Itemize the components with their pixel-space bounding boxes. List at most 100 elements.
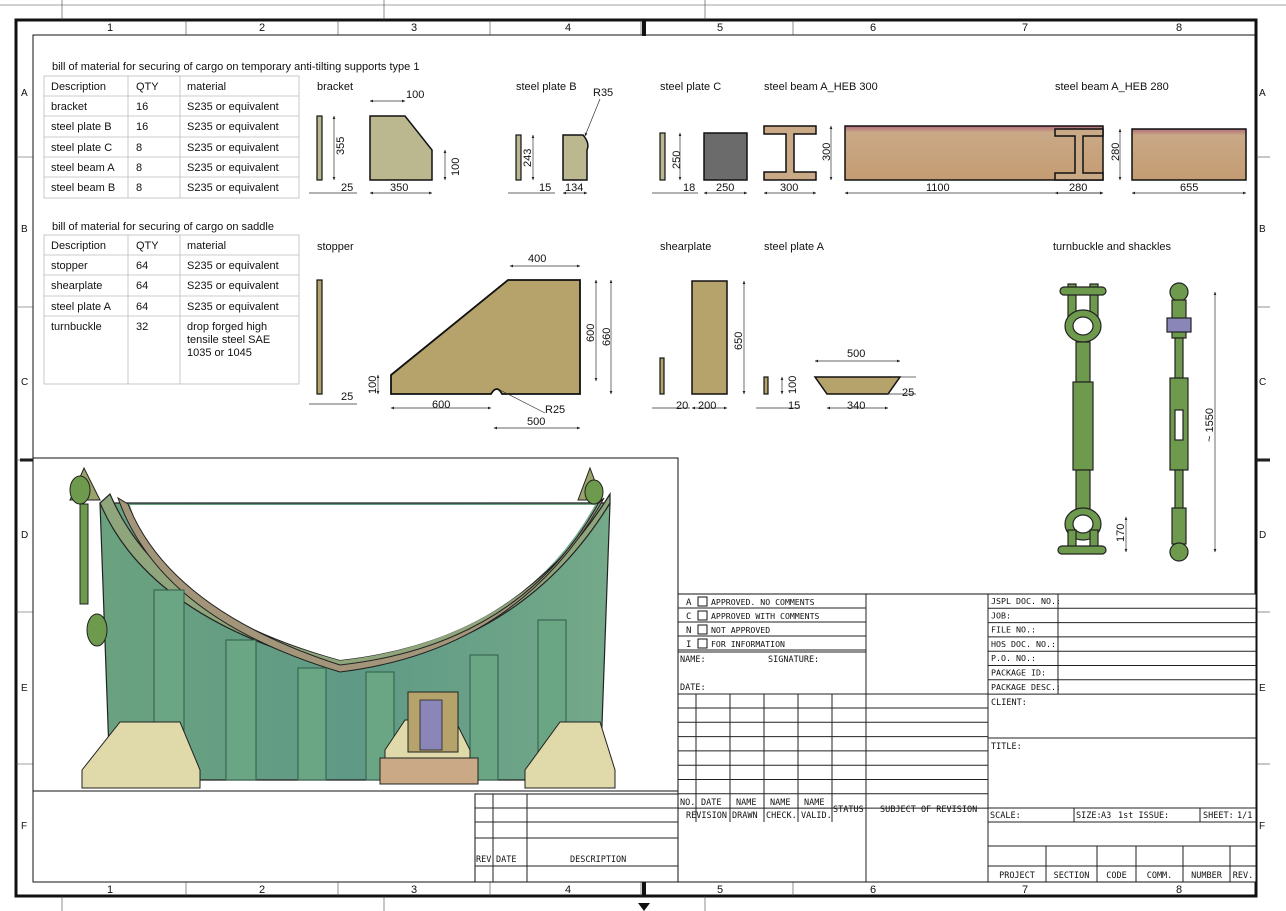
plate-a-label: steel plate A: [764, 241, 825, 253]
svg-text:SIZE:: SIZE:: [1076, 811, 1102, 821]
svg-text:REVISION: REVISION: [686, 811, 727, 821]
part-bracket: bracket 100 355 25 350 100: [309, 81, 462, 195]
bom-cell: S235 or equivalent: [187, 142, 279, 154]
grid-col-label: 8: [1176, 884, 1182, 896]
bom-cell: 8: [136, 182, 142, 194]
bom-cell: 64: [136, 280, 148, 292]
bom-cell: material: [187, 81, 226, 93]
approval-code: I: [686, 640, 691, 650]
bom-cell: S235 or equivalent: [187, 162, 279, 174]
svg-text:SHEET:: SHEET:: [1203, 811, 1234, 821]
svg-text:R25: R25: [545, 404, 565, 416]
bom-cell: S235 or equivalent: [187, 101, 279, 113]
bottom-field-label: REV.: [1233, 871, 1253, 881]
grid-col-label: 4: [565, 884, 571, 896]
svg-text:100: 100: [787, 376, 799, 394]
grid-row-label: C: [21, 377, 28, 388]
svg-text:100: 100: [450, 158, 462, 176]
svg-text:243: 243: [522, 149, 534, 167]
bom2-title: bill of material for securing of cargo o…: [52, 221, 274, 233]
approval-label: APPROVED WITH COMMENTS: [711, 611, 820, 621]
bom-cell: 32: [136, 321, 148, 333]
bom-cell: 8: [136, 162, 142, 174]
svg-text:~ 1550: ~ 1550: [1204, 408, 1216, 442]
bom-cell: steel plate B: [51, 121, 112, 133]
svg-text:25: 25: [902, 387, 914, 399]
bom-cell: S235 or equivalent: [187, 121, 279, 133]
bom-cell: S235 or equivalent: [187, 280, 279, 292]
approval-label: NOT APPROVED: [711, 625, 770, 635]
svg-text:20: 20: [676, 400, 688, 412]
plate-b-label: steel plate B: [516, 81, 577, 93]
doc-info-label: JSPL DOC. NO.:: [991, 596, 1061, 606]
bom-cell: tensile steel SAE: [187, 334, 270, 346]
bottom-field-label: SECTION: [1054, 871, 1090, 881]
svg-text:25: 25: [341, 391, 353, 403]
part-steel-beam-heb300: steel beam A_HEB 300 300 300 1100: [763, 81, 1104, 195]
svg-text:CHECK.: CHECK.: [766, 811, 797, 821]
grid-col-label: 5: [717, 884, 723, 896]
svg-text:355: 355: [335, 137, 347, 155]
grid-row-label: E: [21, 683, 28, 694]
grid-col-label: 3: [411, 22, 417, 34]
svg-text:1st ISSUE:: 1st ISSUE:: [1118, 811, 1169, 821]
approval-checkbox[interactable]: [697, 610, 708, 621]
bottom-field-label: NUMBER: [1191, 871, 1223, 881]
grid-row-label: E: [1259, 683, 1266, 694]
svg-text:340: 340: [847, 400, 865, 412]
svg-text:A3: A3: [1101, 811, 1111, 821]
svg-text:400: 400: [528, 253, 546, 265]
grid-row-label: D: [1259, 530, 1266, 541]
svg-text:DRAWN: DRAWN: [732, 811, 758, 821]
bom-cell: S235 or equivalent: [187, 301, 279, 313]
part-steel-beam-heb280: steel beam A_HEB 280 280 280 655: [1054, 81, 1247, 195]
bom-cell: turnbuckle: [51, 321, 102, 333]
svg-text:650: 650: [733, 332, 745, 350]
svg-text:134: 134: [565, 182, 583, 194]
bom-cell: steel plate C: [51, 142, 112, 154]
bom-cell: QTY: [136, 81, 159, 93]
doc-info-label: HOS DOC. NO.:: [991, 639, 1056, 649]
date-field: DATE:: [680, 683, 706, 693]
title-field: TITLE:: [991, 742, 1022, 752]
beam-b-label: steel beam A_HEB 280: [1055, 81, 1169, 93]
signature-field: SIGNATURE:: [768, 655, 819, 665]
grid-col-label: 5: [717, 22, 723, 34]
grid-col-label: 1: [107, 22, 113, 34]
bracket-label: bracket: [317, 81, 353, 93]
grid-row-label: F: [1259, 821, 1265, 832]
approval-checkbox[interactable]: [697, 596, 708, 607]
bom-cell: 1035 or 1045: [187, 347, 252, 359]
svg-text:280: 280: [1110, 143, 1122, 161]
svg-text:NAME: NAME: [770, 798, 790, 808]
approval-checkbox[interactable]: [697, 624, 708, 635]
bom-cell: 16: [136, 121, 148, 133]
bom-cell: shearplate: [51, 280, 102, 292]
bom-cell: 64: [136, 301, 148, 313]
approval-label: FOR INFORMATION: [711, 639, 785, 649]
approval-code: N: [686, 626, 691, 636]
svg-text:200: 200: [698, 400, 716, 412]
shearplate-label: shearplate: [660, 241, 711, 253]
saddle-3d-view: [32, 457, 679, 792]
doc-info-label: JOB:: [991, 610, 1011, 620]
turnbuckle-front-view: [1057, 283, 1107, 555]
svg-text:SCALE:: SCALE:: [990, 811, 1021, 821]
svg-text:SUBJECT OF REVISION: SUBJECT OF REVISION: [880, 805, 977, 815]
approval-checkbox[interactable]: [697, 638, 708, 649]
grid-col-label: 6: [870, 22, 876, 34]
svg-text:350: 350: [390, 182, 408, 194]
turnbuckle-side-view: [1166, 282, 1192, 562]
grid-col-label: 2: [259, 22, 265, 34]
svg-text:600: 600: [432, 399, 450, 411]
svg-text:DATE: DATE: [701, 798, 721, 808]
grid-col-label: 1: [107, 884, 113, 896]
bom-cell: steel plate A: [51, 301, 112, 313]
doc-info-label: PACKAGE DESC.:: [991, 682, 1061, 692]
bottom-field-label: CODE: [1106, 871, 1126, 881]
bom-cell: material: [187, 240, 226, 252]
grid-col-label: 4: [565, 22, 571, 34]
svg-text:170: 170: [1115, 524, 1127, 542]
